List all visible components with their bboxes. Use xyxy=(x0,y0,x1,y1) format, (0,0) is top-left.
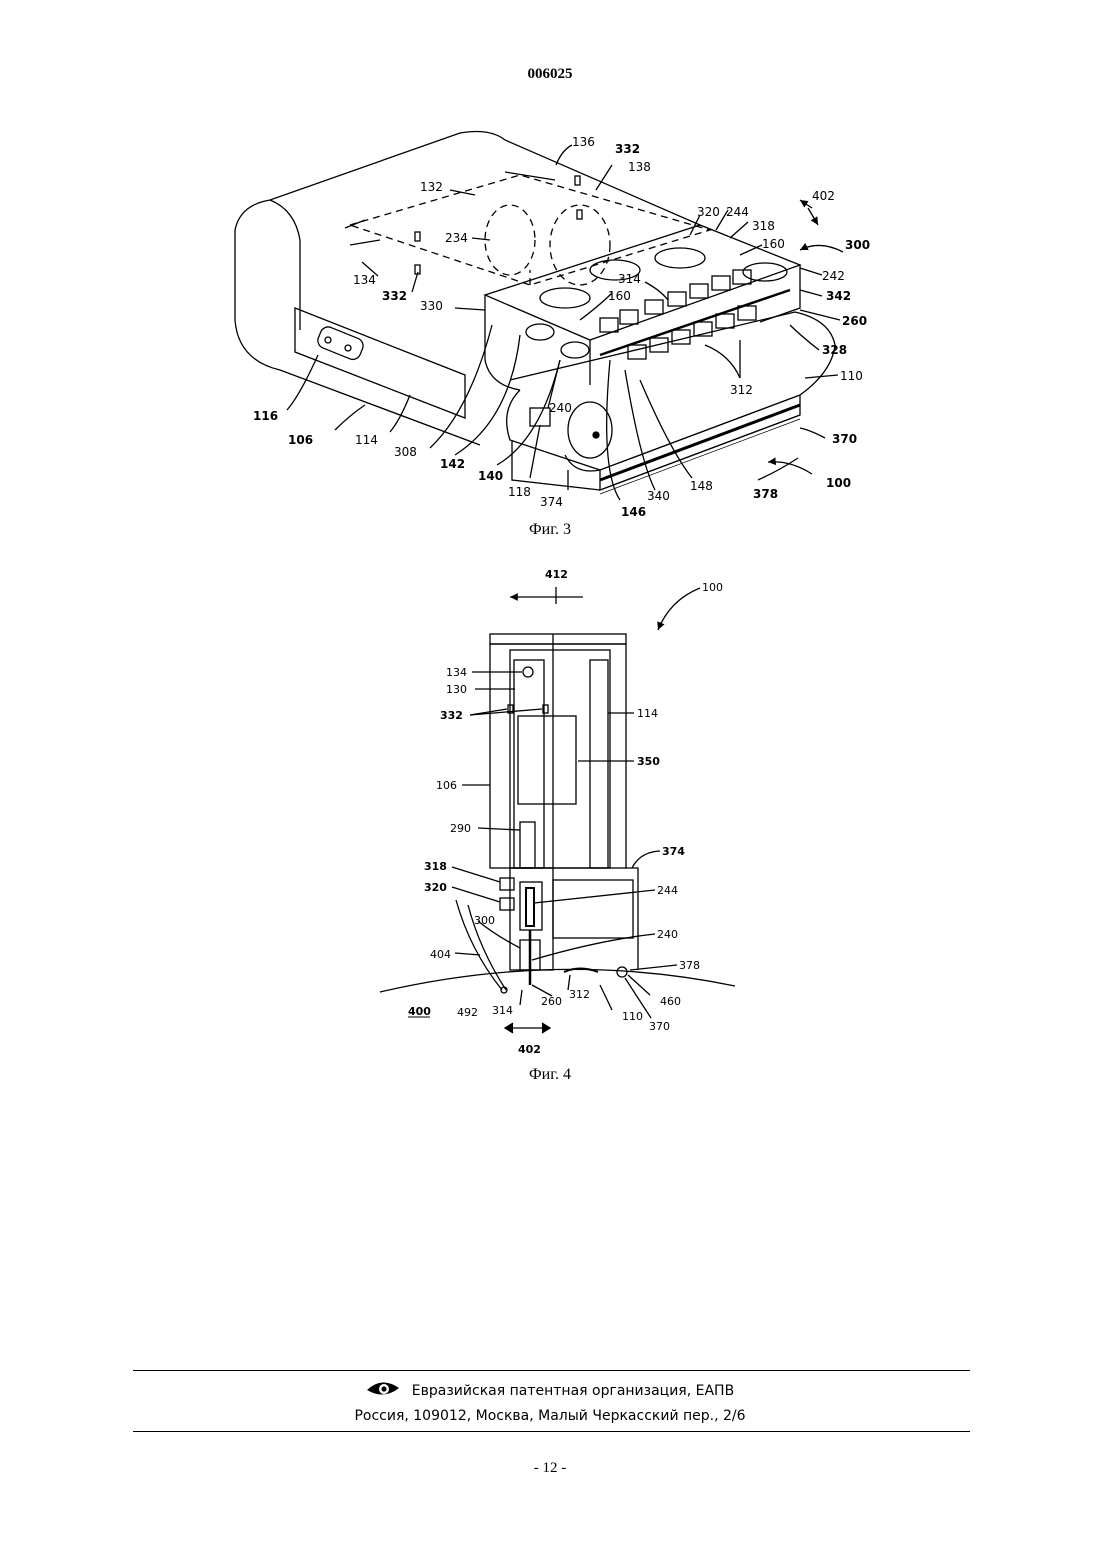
label-106-fig4: 106 xyxy=(436,779,457,792)
label-412: 412 xyxy=(545,568,568,581)
housing-top-plate xyxy=(490,634,626,644)
label-240-fig4: 240 xyxy=(657,928,678,941)
wheel-370 xyxy=(617,967,627,977)
label-100-fig4: 100 xyxy=(702,581,723,594)
page-number: - 12 - xyxy=(0,1460,1100,1477)
footer-divider-top xyxy=(133,1370,970,1371)
figure-4-drawing: 412 100 134 130 332 114 350 106 290 374 … xyxy=(0,0,1100,1060)
footer-organization: Евразийская патентная организация, ЕАПВ xyxy=(0,1380,1100,1402)
rod-134 xyxy=(523,667,533,677)
label-244-fig4: 244 xyxy=(657,884,678,897)
label-460: 460 xyxy=(660,995,681,1008)
label-404: 404 xyxy=(430,948,451,961)
figure-4-caption: Фиг. 4 xyxy=(0,1066,1100,1084)
organization-name: Евразийская патентная организация, ЕАПВ xyxy=(412,1383,734,1399)
label-312-fig4: 312 xyxy=(569,988,590,1001)
label-318-fig4: 318 xyxy=(424,860,447,873)
label-290: 290 xyxy=(450,822,471,835)
surface-400 xyxy=(380,969,735,992)
footer-address: Россия, 109012, Москва, Малый Черкасский… xyxy=(0,1408,1100,1424)
label-114-fig4: 114 xyxy=(637,707,658,720)
label-350: 350 xyxy=(637,755,660,768)
label-492: 492 xyxy=(457,1006,478,1019)
reel-350 xyxy=(518,716,576,804)
label-130: 130 xyxy=(446,683,467,696)
label-370-fig4: 370 xyxy=(649,1020,670,1033)
label-400: 400 xyxy=(408,1005,431,1018)
label-374-fig4: 374 xyxy=(662,845,685,858)
label-402-fig4: 402 xyxy=(518,1043,541,1056)
label-134-fig4: 134 xyxy=(446,666,467,679)
label-260-fig4: 260 xyxy=(541,995,562,1008)
label-110-fig4: 110 xyxy=(622,1010,643,1023)
panel-114 xyxy=(590,660,608,868)
part-290 xyxy=(520,822,535,868)
label-378-fig4: 378 xyxy=(679,959,700,972)
label-320-fig4: 320 xyxy=(424,881,447,894)
footer-divider-bottom xyxy=(133,1431,970,1432)
label-300-fig4: 300 xyxy=(474,914,495,927)
module-300 xyxy=(510,868,553,970)
eapo-eye-logo-icon xyxy=(366,1380,400,1402)
label-314-fig4: 314 xyxy=(492,1004,513,1017)
label-332-fig4: 332 xyxy=(440,709,463,722)
